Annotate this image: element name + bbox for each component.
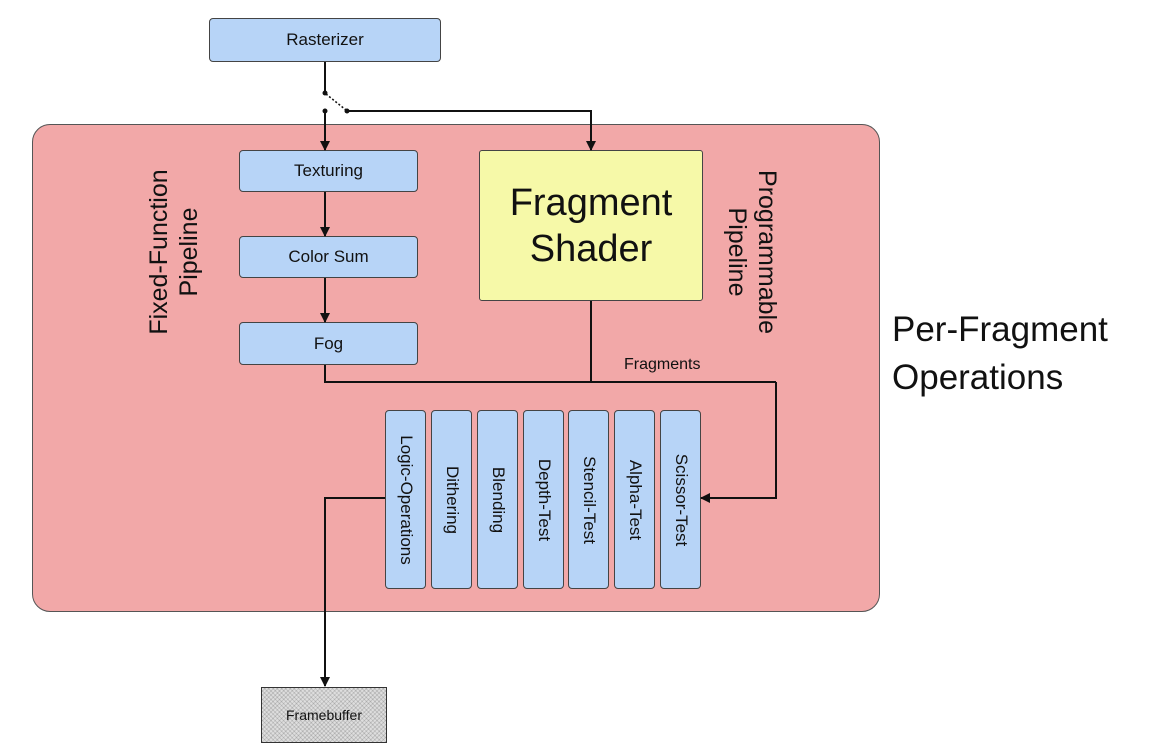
fixed-function-label-line1: Fixed-Function (145, 169, 173, 335)
per-fragment-operations-label: Per-Fragment Operations (892, 306, 1108, 402)
alpha-test-label: Alpha-Test (625, 459, 645, 540)
blending-label: Blending (488, 466, 508, 533)
depth-test-label: Depth-Test (534, 458, 554, 541)
scissor-test-box: Scissor-Test (660, 410, 701, 589)
texturing-box: Texturing (239, 150, 418, 192)
color-sum-box: Color Sum (239, 236, 418, 278)
framebuffer-label: Framebuffer (286, 707, 362, 723)
switch-contact-fixed (322, 108, 328, 114)
switch-lever (325, 93, 347, 111)
region-label-line2: Operations (892, 358, 1064, 397)
depth-test-box: Depth-Test (523, 410, 564, 589)
fragments-label: Fragments (624, 356, 701, 373)
alpha-test-box: Alpha-Test (614, 410, 655, 589)
logic-operations-label: Logic-Operations (396, 434, 416, 565)
fog-label: Fog (313, 333, 344, 353)
switch-contact-programmable (344, 108, 350, 114)
dithering-label: Dithering (442, 465, 462, 534)
scissor-test-label: Scissor-Test (671, 453, 691, 546)
fog-box: Fog (239, 322, 418, 365)
fixed-function-pipeline-label: Fixed-Function Pipeline (144, 169, 204, 334)
programmable-label-line2: Pipeline (723, 207, 751, 297)
dithering-box: Dithering (431, 410, 472, 589)
fixed-function-label-line2: Pipeline (175, 207, 203, 297)
fragment-shader-label-line2: Shader (529, 227, 653, 270)
blending-box: Blending (477, 410, 518, 589)
logic-operations-box: Logic-Operations (385, 410, 426, 589)
programmable-label-line1: Programmable (753, 170, 781, 334)
rasterizer-label: Rasterizer (286, 30, 364, 49)
stencil-test-label: Stencil-Test (579, 455, 599, 544)
stencil-test-box: Stencil-Test (568, 410, 609, 589)
region-label-line1: Per-Fragment (892, 310, 1108, 349)
rasterizer-box: Rasterizer (209, 18, 441, 62)
switch-contact-top (322, 90, 328, 96)
fragment-shader-label-line1: Fragment (509, 181, 673, 224)
texturing-label: Texturing (294, 161, 363, 180)
color-sum-label: Color Sum (288, 247, 369, 266)
fragment-shader-box: Fragment Shader (479, 150, 703, 301)
programmable-pipeline-label: Programmable Pipeline (722, 170, 782, 334)
framebuffer-box: Framebuffer (261, 687, 387, 743)
